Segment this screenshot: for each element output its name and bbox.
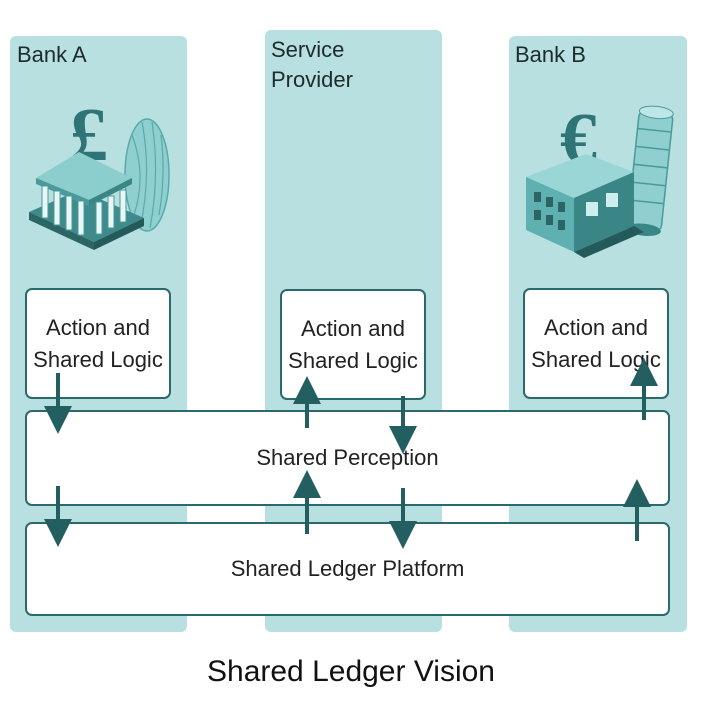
action-a-label: Action and Shared Logic	[33, 314, 163, 372]
action-shared-logic-service-provider: Action and Shared Logic	[280, 289, 426, 400]
bank-a-title: Bank A	[17, 42, 87, 67]
action-b-label: Action and Shared Logic	[531, 314, 661, 372]
action-s-label: Action and Shared Logic	[288, 315, 418, 373]
diagram-caption: Shared Ledger Vision	[207, 655, 495, 688]
action-shared-logic-bank-a: Action and Shared Logic	[25, 288, 171, 399]
shared-perception-label: Shared Perception	[256, 445, 439, 470]
shared-perception-box: Shared Perception	[25, 410, 670, 506]
service-provider-title: Service Provider	[271, 37, 353, 92]
action-shared-logic-bank-b: Action and Shared Logic	[523, 288, 669, 399]
bank-b-title: Bank B	[515, 42, 586, 67]
building-euro-icon: €	[526, 99, 674, 258]
shared-ledger-platform-box: Shared Ledger Platform	[25, 522, 670, 616]
bank-pound-icon: £	[29, 93, 170, 250]
shared-ledger-label: Shared Ledger Platform	[230, 556, 465, 581]
